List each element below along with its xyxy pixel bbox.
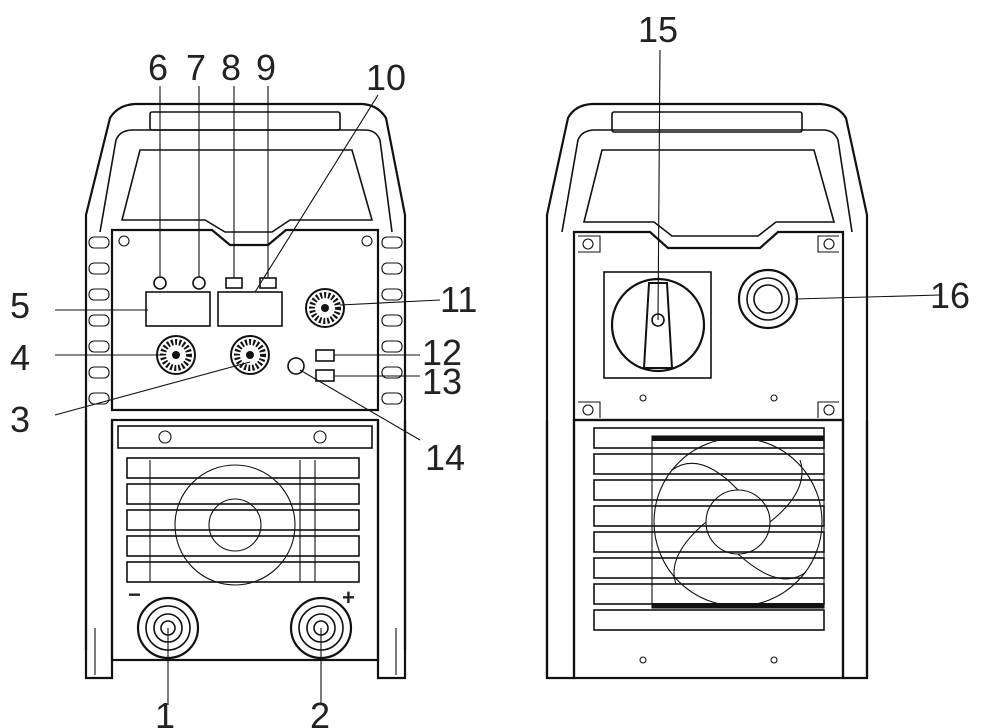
lower-bar-screw-left [158, 430, 172, 444]
connector-14 [287, 357, 305, 375]
back-handle-inner [561, 129, 853, 233]
front-handle-inner [99, 129, 393, 233]
indicator-8 [225, 277, 243, 289]
back-panel [572, 230, 845, 422]
leader-lines [54, 49, 941, 705]
front-control-panel [110, 228, 380, 412]
front-foot-right [376, 420, 407, 680]
front-right-slots [381, 236, 403, 405]
label-6: 6 [148, 47, 168, 88]
knob-4 [156, 335, 196, 375]
front-lower-body [110, 418, 380, 662]
front-left-slots [88, 236, 110, 405]
label-13: 13 [422, 361, 462, 402]
back-view [545, 102, 869, 680]
front-handle-grip [149, 111, 341, 131]
back-top-window [582, 149, 836, 237]
lower-bar-screw-right [313, 430, 327, 444]
back-panel-bracket-tl [578, 235, 601, 253]
front-lower-bar [117, 425, 373, 449]
label-7: 7 [186, 47, 206, 88]
back-screw-tr [823, 238, 835, 250]
label-5: 5 [10, 285, 30, 326]
main-switch-15 [603, 271, 712, 379]
label-11: 11 [440, 279, 477, 320]
display-5 [145, 291, 211, 327]
front-vents [126, 457, 360, 586]
knob-3 [230, 335, 270, 375]
indicator-led-6 [153, 276, 167, 290]
indicator-led-7 [192, 276, 206, 290]
front-foot-left [84, 420, 114, 680]
terminal-positive-symbol: + [342, 585, 355, 610]
terminal-negative-symbol: − [128, 582, 141, 607]
back-foot-right [841, 420, 869, 680]
back-screw-br [823, 404, 835, 416]
label-3: 3 [10, 399, 30, 440]
label-12: 12 [422, 332, 462, 373]
label-10: 10 [366, 57, 406, 98]
back-lower-hole-right [770, 656, 778, 664]
label-14: 14 [425, 437, 465, 478]
label-9: 9 [256, 47, 276, 88]
back-panel-hole-right [770, 394, 778, 402]
back-lower-body [572, 418, 845, 680]
back-panel-hole-left [639, 394, 647, 402]
label-4: 4 [10, 337, 30, 378]
switch-12 [315, 349, 335, 362]
callout-labels: 1 2 3 4 5 6 7 8 9 10 11 12 13 14 15 16 [10, 9, 970, 728]
back-screw-tl [582, 238, 594, 250]
back-panel-bracket-tr [817, 235, 839, 253]
knob-11 [305, 288, 345, 328]
label-8: 8 [221, 47, 241, 88]
back-handle-outer [545, 102, 869, 678]
back-handle-grip [611, 111, 803, 133]
cable-gland-16 [737, 268, 799, 330]
panel-screw-tl [118, 235, 130, 247]
front-top-window [120, 149, 374, 233]
label-15: 15 [638, 9, 678, 50]
switch-13 [315, 369, 335, 382]
back-vents [593, 427, 825, 631]
back-screw-bl [582, 404, 594, 416]
back-panel-bracket-br [817, 401, 839, 418]
label-2: 2 [310, 695, 330, 728]
panel-screw-tr [361, 235, 373, 247]
label-1: 1 [155, 695, 175, 728]
label-16: 16 [930, 275, 970, 316]
back-lower-hole-left [639, 656, 647, 664]
back-panel-bracket-bl [578, 401, 601, 418]
back-foot-left [545, 420, 576, 680]
front-view: − + [84, 102, 407, 680]
front-handle-outer [84, 102, 407, 650]
display-10 [217, 291, 283, 327]
